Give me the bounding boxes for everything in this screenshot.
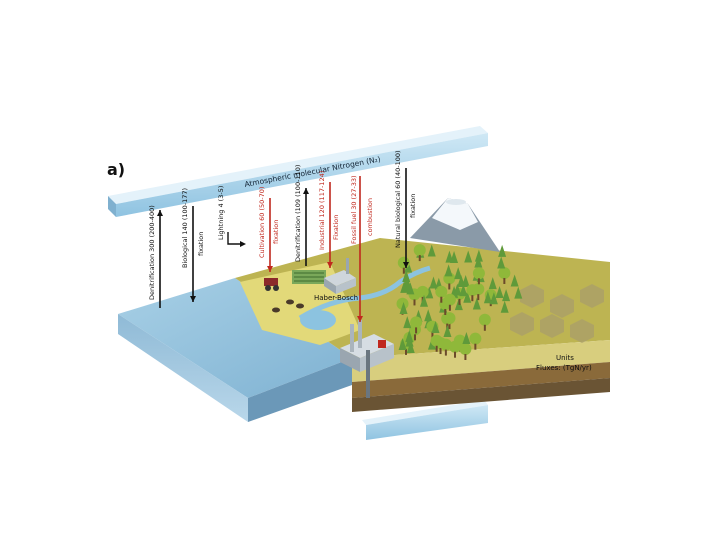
tree	[457, 275, 466, 288]
natural-fixation-arrow	[403, 168, 409, 268]
tree	[443, 325, 452, 338]
tree	[410, 316, 423, 334]
flux-label-natural-biological: Natural biological 60 (40-100)	[394, 150, 402, 248]
tree	[474, 249, 483, 262]
tree	[424, 309, 433, 322]
tree	[427, 244, 436, 257]
cultivation-arrow	[267, 198, 273, 272]
flux-label-fossil-fuel: Fossil fuel 30 (27-33)	[350, 175, 358, 244]
tree	[454, 267, 463, 280]
flux-label-combustion: combustion	[366, 198, 374, 236]
tree	[413, 244, 426, 262]
tree	[405, 330, 414, 343]
tree	[514, 286, 523, 299]
tree	[500, 300, 509, 313]
tree	[400, 280, 409, 293]
tree	[489, 292, 498, 305]
tree	[453, 283, 462, 296]
tree	[420, 294, 429, 307]
units-label: Units	[556, 354, 574, 362]
denitrification-ocean-arrow	[157, 210, 163, 308]
tree	[488, 277, 497, 290]
tree	[497, 256, 506, 269]
tree	[464, 250, 473, 263]
tree	[443, 293, 456, 311]
tree	[483, 291, 492, 304]
haber-bosch-factory	[324, 258, 356, 294]
ocean	[118, 278, 352, 422]
tree	[459, 284, 468, 297]
forest	[396, 244, 523, 360]
tree	[498, 244, 507, 257]
tree	[474, 255, 483, 268]
tree	[430, 334, 443, 352]
tree	[498, 266, 511, 284]
flux-arrows	[157, 168, 409, 322]
biological-fixation-ocean-arrow	[190, 206, 196, 302]
flux-label-denitrification-ocean: Denitrification 300 (200-400)	[148, 205, 156, 300]
tree	[402, 269, 411, 282]
lightning-arrow	[227, 232, 246, 247]
tree	[403, 316, 412, 329]
tree	[439, 338, 452, 356]
tree	[462, 332, 471, 345]
tree	[472, 297, 481, 310]
tree	[406, 341, 415, 354]
tree	[399, 302, 408, 315]
tree	[459, 342, 472, 360]
panel-label: a)	[107, 160, 125, 179]
tree	[435, 285, 448, 303]
volcano	[410, 198, 500, 252]
tree	[472, 283, 485, 301]
industrial-arrow	[327, 182, 333, 268]
tree	[463, 290, 472, 303]
tree	[449, 340, 462, 358]
tree	[398, 337, 407, 350]
units-value: Fluxes: (TgN/yr)	[536, 364, 592, 372]
lower-bar	[362, 400, 488, 440]
flux-label-denitrification-land: Denitrification (109 (100-110)	[294, 165, 302, 262]
tree	[444, 264, 453, 277]
tree	[406, 282, 415, 295]
river	[298, 265, 431, 330]
tree	[431, 321, 440, 334]
flux-label-cultivation-fixation: fixation	[272, 220, 280, 244]
tree	[510, 274, 519, 287]
flux-label-cultivation: Cultivation 60 (50-70)	[258, 187, 266, 258]
tree	[495, 286, 504, 299]
cattle	[272, 299, 304, 313]
flux-label-industrial: Industrial 120 (117-124)	[318, 171, 326, 250]
cultivated-field	[264, 270, 326, 291]
flux-label-fixation-ocean: fixation	[197, 232, 205, 256]
flux-label-biological-fixation-ocean: Biological 140 (100-177)	[181, 188, 189, 268]
haber-bosch-label: Haber-Bosch	[314, 294, 358, 302]
tree	[429, 276, 438, 289]
flux-label-industrial-fixation: Fixation	[332, 215, 340, 240]
flux-label-natural-fixation: fixation	[409, 194, 417, 218]
grassland-patches	[510, 284, 604, 343]
fossil-fuel-arrow	[357, 176, 363, 322]
flux-label-lightning: Lightning 4 (3-5)	[217, 186, 225, 240]
tree	[445, 250, 454, 263]
tree	[478, 313, 491, 331]
power-plant	[340, 320, 394, 398]
tree	[472, 267, 485, 285]
denitrification-land-arrow	[303, 188, 309, 266]
tree	[502, 289, 511, 302]
tree	[469, 332, 482, 350]
